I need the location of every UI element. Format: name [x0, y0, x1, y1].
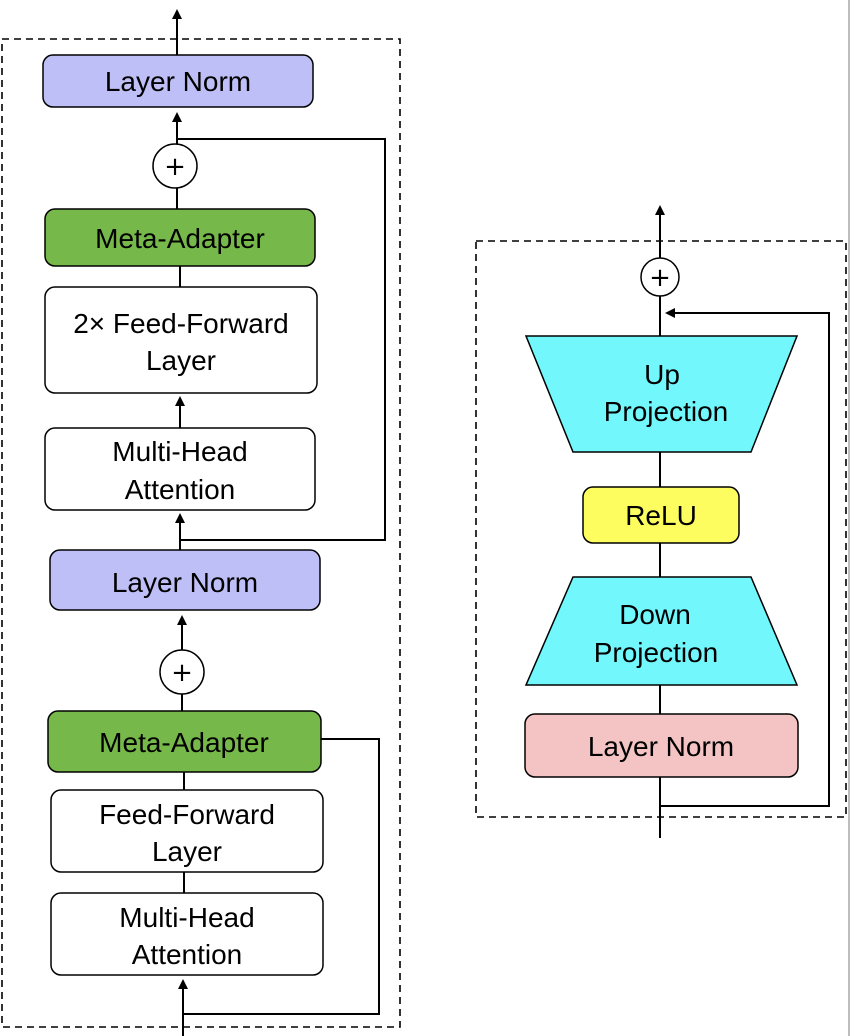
down-projection-block: Down Projection [524, 576, 799, 686]
meta-adapter-top-block: Meta-Adapter [44, 208, 316, 267]
down-projection-label-line1: Down [619, 599, 691, 630]
mha-bottom-label-line1: Multi-Head [119, 902, 254, 933]
mid-add-symbol: + [171, 658, 193, 688]
ffn-label-line2: Layer [152, 836, 222, 867]
top-layer-norm-label: Layer Norm [105, 66, 251, 97]
adapter-add-node: + [640, 257, 680, 297]
top-add-node: + [152, 143, 198, 189]
relu-label: ReLU [625, 500, 697, 531]
meta-adapter-top-label: Meta-Adapter [95, 223, 265, 254]
down-projection-label-line2: Projection [594, 637, 719, 668]
mid-layer-norm-block: Layer Norm [49, 549, 321, 611]
mha-top-box [44, 427, 316, 511]
down-projection-shape [524, 576, 799, 686]
top-layer-norm-block: Layer Norm [42, 54, 314, 108]
adapter-residual-skip [660, 308, 830, 807]
adapter-layer-norm-box [524, 713, 799, 778]
residual-skip-bottom [183, 738, 380, 1015]
relu-block: ReLU [582, 486, 740, 544]
up-projection-shape [524, 335, 799, 453]
left-transformer-block: Layer Norm + Meta-Adapter 2× Feed-Forwar… [1, 9, 401, 1036]
top-layer-norm-box [42, 54, 314, 108]
ffn-block: Feed-Forward Layer [50, 789, 324, 873]
top-add-circle [152, 143, 198, 189]
up-projection-label-line2: Projection [604, 396, 729, 427]
ffn-2x-block: 2× Feed-Forward Layer [44, 286, 318, 394]
meta-adapter-bottom-label: Meta-Adapter [99, 727, 269, 758]
mha-top-label-line1: Multi-Head [112, 436, 247, 467]
mha-bottom-box [50, 892, 324, 976]
top-add-symbol: + [164, 152, 186, 182]
ffn-2x-label-line1: 2× Feed-Forward [73, 308, 289, 339]
up-projection-block: Up Projection [524, 335, 799, 453]
mid-layer-norm-label: Layer Norm [112, 567, 258, 598]
meta-adapter-detail: + Up Projection ReLU Down Projection [475, 205, 847, 838]
adapter-layer-norm-block: Layer Norm [524, 713, 799, 778]
up-projection-label-line1: Up [644, 359, 680, 390]
ffn-box [50, 789, 324, 873]
left-dashed-boundary [1, 38, 401, 1028]
mha-top-label-line2: Attention [125, 474, 236, 505]
meta-adapter-bottom-block: Meta-Adapter [47, 710, 322, 773]
adapter-layer-norm-label: Layer Norm [588, 731, 734, 762]
mid-layer-norm-box [49, 549, 321, 611]
adapter-add-symbol: + [649, 263, 671, 293]
mid-add-node: + [159, 649, 205, 695]
mha-bottom-block: Multi-Head Attention [50, 892, 324, 976]
mha-top-block: Multi-Head Attention [44, 427, 316, 511]
residual-skip-top [177, 138, 386, 541]
ffn-label-line1: Feed-Forward [99, 799, 275, 830]
ffn-2x-box [44, 286, 318, 394]
ffn-2x-label-line2: Layer [146, 345, 216, 376]
mha-bottom-label-line2: Attention [132, 939, 243, 970]
